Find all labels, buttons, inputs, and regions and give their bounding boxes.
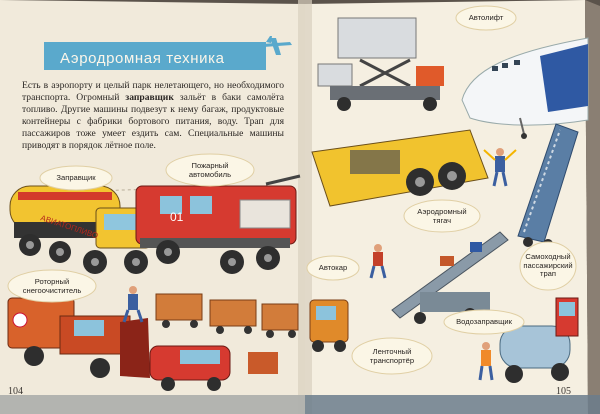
belt-loader [391,231,509,324]
ground-crew-figure [483,148,517,187]
fuel-truck [9,185,151,274]
fire-truck [135,174,301,274]
label-bubble [519,241,577,291]
label-autokar: Автокар [318,263,348,272]
autolift [317,17,444,111]
label-fire-truck: Пожарный автомобиль [188,161,232,179]
paragraph-text-2: зальёт в баки самолёта топливо. Другие м… [22,92,284,151]
label-tug: Аэродромный тягач [417,207,467,225]
label-refueler: Заправщик [56,173,96,182]
autokar [309,299,349,352]
water-truck [499,297,579,383]
label-bubble [165,153,255,187]
label-water-truck: Водозаправщик [456,317,512,326]
paragraph-bold-term: заправщик [125,92,174,103]
snowplow [7,297,150,378]
airplane-icon [262,36,292,55]
worker-figure [122,286,144,323]
label-bubble [443,309,525,335]
baggage-carts [155,293,299,338]
minivan [149,345,278,391]
label-bubble [455,5,517,31]
page-number-left: 104 [8,386,23,397]
page-number-right: 105 [556,386,571,397]
worker-figure [369,244,387,279]
intro-paragraph: Есть в аэропорту и целый парк нелетающег… [22,80,284,152]
label-bubble [39,165,113,191]
label-bubble [7,269,97,303]
page-title: Аэродромная техника [60,50,225,67]
paragraph-text-1: Есть в аэропорту и целый парк нелетающег… [22,80,284,103]
label-snowplow: Роторный снегоочиститель [22,277,82,295]
title-banner [44,42,266,70]
fire-number: 01 [170,210,184,224]
label-stairs: Самоходный пассажирский трап [523,252,573,279]
aircraft-tug [311,129,489,207]
label-belt-loader: Ленточный транспортёр [369,347,415,365]
label-bubble [403,199,481,233]
passenger-airplane [461,37,589,139]
worker-figure [478,342,494,381]
label-autolift: Автолифт [468,13,504,22]
label-bubble [306,255,360,281]
page-gutter [298,0,312,414]
label-bubble [351,337,433,375]
